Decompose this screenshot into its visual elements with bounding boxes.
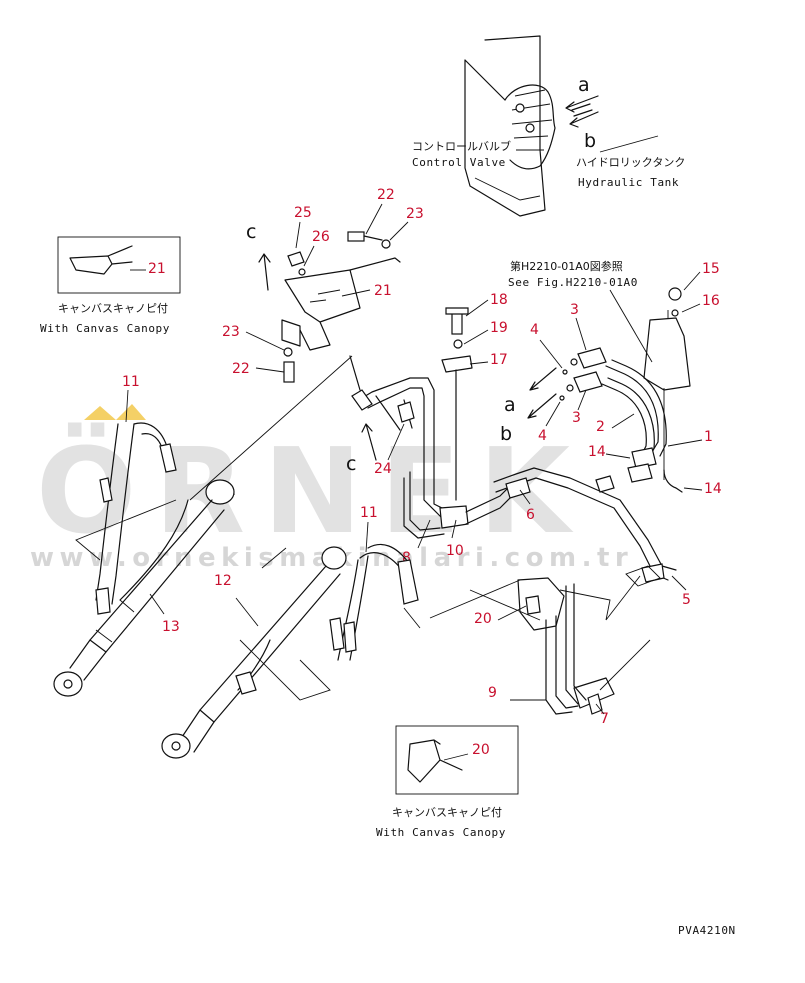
- part-number-16: 16: [702, 293, 720, 309]
- part-number-3-upper: 3: [570, 302, 579, 318]
- clamp-17-assembly: [441, 307, 473, 501]
- part-number-22-lower: 22: [232, 361, 250, 377]
- part-number-22-upper: 22: [377, 187, 395, 203]
- control-valve-assembly: [464, 35, 556, 217]
- arrow-letter-b-top: b: [584, 130, 596, 152]
- adapter-3-lower: [566, 371, 603, 393]
- part-number-9: 9: [488, 685, 497, 701]
- adapter-3-upper: [570, 347, 607, 369]
- hydraulic-tank-label-jp: ハイドロリックタンク: [576, 156, 685, 169]
- see-fig-bracket: [643, 287, 691, 493]
- arrow-letter-a-mid: a: [504, 394, 516, 416]
- bracket-20-assembly: [517, 577, 615, 715]
- part-number-25: 25: [294, 205, 312, 221]
- part-number-5: 5: [682, 592, 691, 608]
- cylinder-13: [53, 479, 235, 697]
- watermark-accent: [84, 404, 146, 420]
- arrow-letter-c-lower: c: [346, 453, 356, 475]
- part-number-8: 8: [402, 550, 411, 566]
- see-fig-label-jp: 第H2210-01A0図参照: [510, 259, 623, 273]
- part-number-4-lower: 4: [538, 428, 547, 444]
- part-number-11-left: 11: [122, 374, 140, 390]
- bracket-21-assembly: [281, 231, 401, 383]
- part-number-19: 19: [490, 320, 508, 336]
- part-number-11-center: 11: [360, 505, 378, 521]
- arrow-letter-c-upper: c: [246, 221, 256, 243]
- reference-lines: [75, 355, 651, 701]
- arrow-c-lower: [361, 423, 377, 461]
- part-number-23-upper: 23: [406, 206, 424, 222]
- arrow-b-mid: [527, 393, 557, 419]
- control-valve-label-en: Control Valve: [412, 156, 506, 169]
- canopy-label-jp-upper: キャンバスキャノピ付: [58, 302, 168, 315]
- arrow-c-upper: [258, 253, 271, 291]
- o-ring-4-upper: [562, 369, 568, 375]
- part-number-15: 15: [702, 261, 720, 277]
- arrow-letter-b-mid: b: [500, 423, 512, 445]
- part-number-20: 20: [474, 611, 492, 627]
- watermark-brand: ÖRNEK: [36, 422, 588, 560]
- arrow-a-mid: [529, 367, 557, 391]
- arrow-letter-a-top: a: [578, 74, 590, 96]
- part-number-14-upper: 14: [588, 444, 606, 460]
- canopy-label-jp-lower: キャンバスキャノピ付: [392, 806, 502, 819]
- control-valve-label-jp: コントロールバルブ: [412, 139, 511, 153]
- part-number-1: 1: [704, 429, 713, 445]
- arrow-a-top: [565, 95, 599, 113]
- part-number-10: 10: [446, 543, 464, 559]
- part-number-7: 7: [600, 711, 609, 727]
- part-number-24: 24: [374, 461, 392, 477]
- part-number-21-inset: 21: [148, 261, 166, 277]
- cylinder-12: [161, 546, 347, 759]
- inset-canvas-canopy-bracket: [57, 236, 181, 294]
- part-number-6: 6: [526, 507, 535, 523]
- figure-code: PVA4210N: [678, 924, 736, 937]
- see-fig-label-en: See Fig.H2210-01A0: [508, 276, 638, 289]
- inset-canvas-canopy-bracket-20: [395, 725, 519, 795]
- canopy-label-en-upper: With Canvas Canopy: [40, 322, 170, 335]
- arrow-b-top: [569, 111, 599, 128]
- canopy-label-en-lower: With Canvas Canopy: [376, 826, 506, 839]
- hose-11-left: [95, 422, 177, 615]
- part-number-14-lower: 14: [704, 481, 722, 497]
- hose-11-center: [329, 543, 419, 661]
- part-number-18: 18: [490, 292, 508, 308]
- pipe-5-6-assembly: [465, 467, 677, 587]
- part-number-12: 12: [214, 573, 232, 589]
- pipe-8-assembly: [349, 355, 469, 539]
- part-number-2: 2: [596, 419, 605, 435]
- part-number-4-upper: 4: [530, 322, 539, 338]
- hoses-1-2: [601, 359, 667, 483]
- part-number-17: 17: [490, 352, 508, 368]
- part-number-20-inset: 20: [472, 742, 490, 758]
- o-ring-4-lower: [559, 395, 565, 401]
- part-number-3-lower: 3: [572, 410, 581, 426]
- part-number-23-lower: 23: [222, 324, 240, 340]
- part-number-21-main: 21: [374, 283, 392, 299]
- part-number-26: 26: [312, 229, 330, 245]
- part-number-13: 13: [162, 619, 180, 635]
- hydraulic-tank-label-en: Hydraulic Tank: [578, 176, 679, 189]
